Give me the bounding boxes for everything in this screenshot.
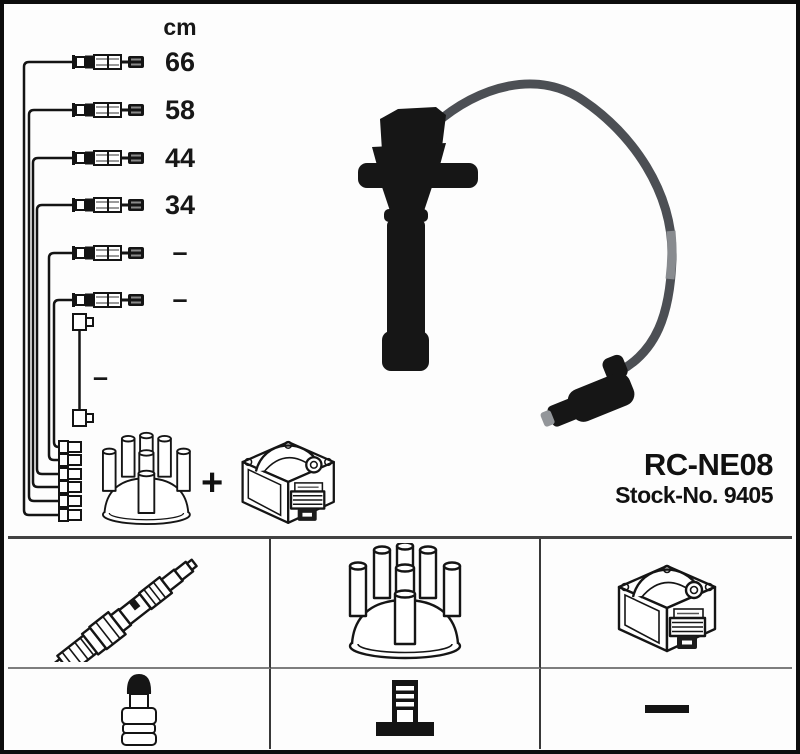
- compatibility-grid: [8, 536, 792, 749]
- cable-row: –: [47, 237, 188, 462]
- cable-row: 34: [35, 190, 195, 476]
- cable-highlight: [665, 230, 677, 280]
- distributor-tower-icon: [376, 680, 434, 736]
- distributor-stubs: [58, 440, 82, 522]
- distributor-cap-icon: [348, 543, 462, 660]
- coil-wire: –: [72, 313, 108, 427]
- unit-label: cm: [163, 14, 196, 40]
- stock-number: Stock-No. 9405: [615, 481, 773, 508]
- cable-row: –: [52, 284, 188, 449]
- plug-boot: [358, 107, 478, 371]
- spark-plug-icon: [51, 558, 198, 662]
- cable-row: 66: [22, 47, 195, 517]
- part-codes: RC-NE08 Stock-No. 9405: [615, 447, 774, 508]
- cable-photo: [358, 79, 677, 427]
- cable-length-label-4: 34: [165, 190, 195, 220]
- coil-wire-length-label: –: [93, 362, 108, 392]
- cable-length-label-1: 66: [165, 47, 195, 77]
- grid-cell-none: [541, 669, 792, 749]
- ignition-coil-icon: [617, 564, 716, 653]
- cable-kit-schematic: cm 66: [22, 14, 335, 526]
- cable-length-label-6: –: [172, 284, 187, 314]
- grid-cell-spark-plug: [8, 539, 271, 669]
- cable-row: 58: [27, 95, 195, 503]
- distributor-cap-icon: [102, 431, 191, 526]
- cable-length-label-5: –: [172, 237, 187, 267]
- plug-terminal-icon: [120, 674, 157, 746]
- plus-sign: +: [201, 462, 224, 504]
- ignition-coil-icon: [241, 440, 335, 524]
- cable-row: 44: [31, 143, 195, 489]
- cable-curve: [429, 79, 677, 376]
- coil-boot: [540, 354, 635, 427]
- grid-cell-ignition-coil: [541, 539, 792, 669]
- cable-length-label-3: 44: [165, 143, 195, 173]
- part-code: RC-NE08: [643, 447, 774, 482]
- grid-cell-distributor-cap: [271, 539, 541, 669]
- cable-length-label-2: 58: [165, 95, 195, 125]
- grid-cell-plug-terminal: [8, 669, 271, 749]
- dash-icon: [644, 705, 689, 713]
- grid-cell-distributor-tower: [271, 669, 541, 749]
